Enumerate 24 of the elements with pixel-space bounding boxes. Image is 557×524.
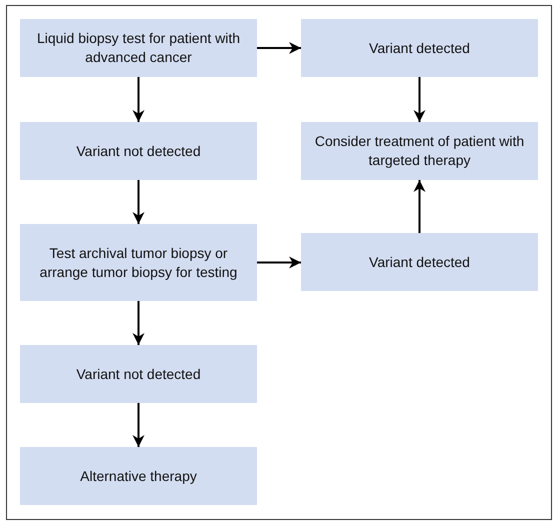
process-box — [20, 447, 257, 505]
box-text: Variant detected — [369, 252, 470, 272]
box-text: Variant not detected — [76, 364, 201, 384]
process-box — [20, 19, 257, 77]
process-box — [301, 233, 538, 291]
box-text: Consider treatment of patient with targeted therapy — [314, 132, 526, 170]
arrow — [257, 42, 301, 54]
arrow — [132, 180, 144, 224]
box-text: Variant detected — [369, 38, 470, 58]
arrow — [132, 301, 144, 345]
box-text: Liquid biopsy test for patient with advanced cancer — [36, 29, 242, 67]
process-box — [20, 345, 257, 403]
arrow — [257, 256, 301, 268]
arrow — [414, 180, 426, 233]
box-text: Test archival tumor biopsy or arrange tumor biopsy for testing — [38, 244, 238, 282]
process-box — [301, 19, 538, 77]
process-box — [301, 122, 538, 180]
arrow — [132, 403, 144, 447]
process-box — [20, 122, 257, 180]
arrow — [414, 77, 426, 122]
process-box — [20, 224, 257, 301]
box-text: Alternative therapy — [80, 466, 197, 486]
arrow — [132, 77, 144, 122]
box-text: Variant not detected — [76, 142, 201, 160]
